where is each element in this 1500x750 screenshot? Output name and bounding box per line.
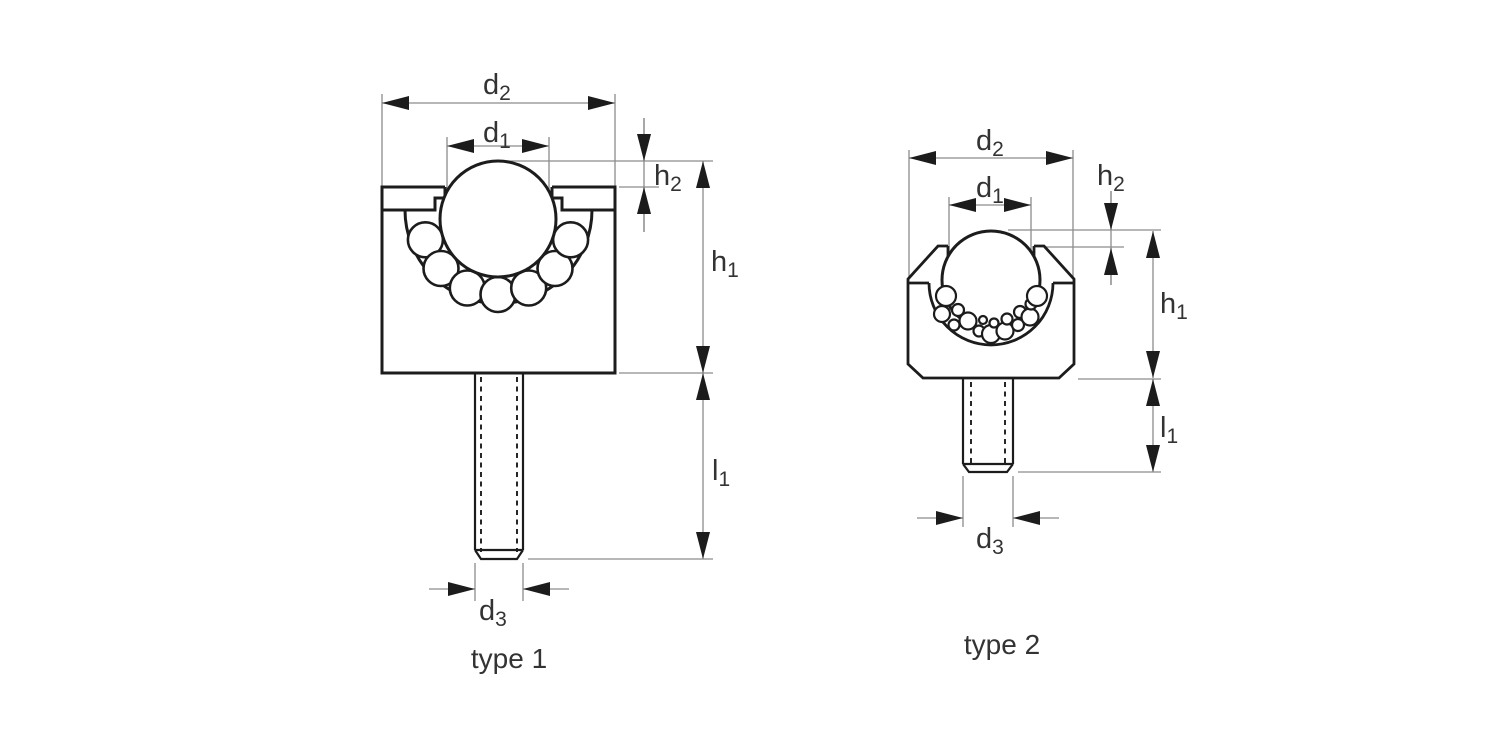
type1-caption: type 1 [471, 643, 547, 674]
main-ball [438, 159, 558, 279]
dim-label-d3: d3 [479, 595, 507, 631]
dim-label-d1: d1 [976, 172, 1004, 208]
bearing-ball [479, 275, 517, 314]
bearing-ball [536, 249, 574, 288]
dim-label-d2: d2 [483, 69, 511, 105]
bearing-ball [422, 249, 460, 288]
type1-drawing: d2 d1 h2 h1 l1 d3 type 1 [380, 69, 739, 674]
bearing-ball [551, 221, 590, 259]
dim-label-d1: d1 [483, 117, 511, 153]
stud-tip [962, 462, 1014, 474]
dim-label-l1: l1 [1160, 412, 1178, 448]
type2-caption: type 2 [964, 629, 1040, 660]
bearing-ball [977, 314, 989, 326]
type1-labels: d2 d1 h2 h1 l1 d3 type 1 [471, 69, 739, 674]
bearing-ball [1020, 307, 1040, 327]
type2-part [906, 229, 1076, 474]
type1-part [380, 159, 617, 561]
bearing-ball [1010, 317, 1026, 333]
dim-label-d3: d3 [976, 523, 1004, 559]
type2-drawing: d2 d1 h2 h1 l1 d3 type 2 [906, 125, 1188, 660]
dim-label-d2: d2 [976, 125, 1004, 161]
dim-label-l1: l1 [712, 455, 730, 491]
stud-tip [474, 548, 524, 561]
bearing-ball [932, 304, 952, 324]
bearing-ball [1000, 312, 1014, 326]
bearing-ball [958, 311, 978, 331]
bearing-ball [947, 318, 961, 332]
dim-label-h1: h1 [711, 246, 739, 282]
dim-label-h1: h1 [1160, 288, 1188, 324]
bearing-ball [509, 269, 548, 307]
type2-dimensions [908, 150, 1161, 527]
bearing-ball [988, 317, 1000, 329]
type2-labels: d2 d1 h2 h1 l1 d3 type 2 [964, 125, 1188, 660]
bearing-ball [934, 284, 958, 308]
bearing-ball [448, 269, 487, 307]
bearing-ball [1025, 284, 1049, 308]
type1-dimensions [381, 94, 713, 601]
dim-label-h2: h2 [654, 160, 682, 196]
bearing-ball [950, 302, 966, 318]
dim-label-h2: h2 [1097, 160, 1125, 196]
